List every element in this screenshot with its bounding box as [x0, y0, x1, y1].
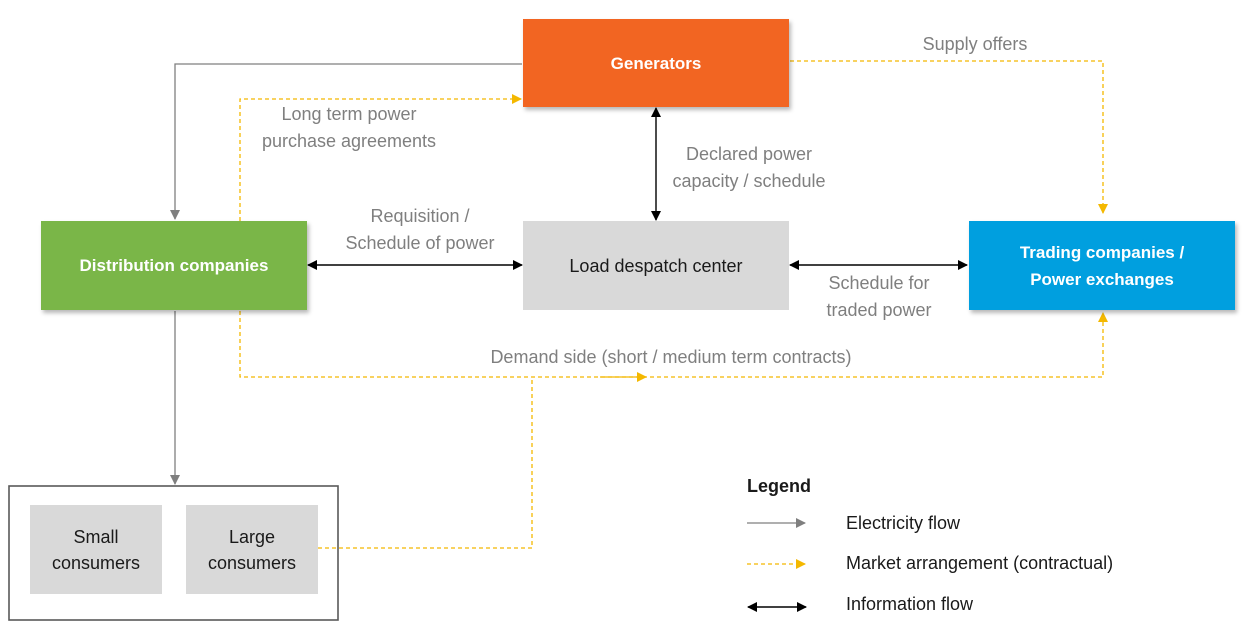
- supply-offers-label: Supply offers: [900, 31, 1050, 58]
- large-consumers-label-line2: consumers: [207, 552, 297, 573]
- ppa-label-line2: purchase agreements: [261, 131, 437, 151]
- trading-companies-label-line2: Power exchanges: [1030, 269, 1174, 289]
- trading-companies-label-line1: Trading companies /: [1019, 242, 1185, 262]
- supply-offers-text: Supply offers: [922, 34, 1028, 54]
- large-consumers-node: Large consumers: [186, 505, 318, 594]
- generators-label: Generators: [610, 53, 702, 73]
- large-consumers-label-line1: Large: [228, 526, 276, 547]
- ppa-label-line1: Long term power: [281, 104, 417, 124]
- declared-power-label-line1: Declared power: [685, 144, 813, 164]
- distribution-companies-label: Distribution companies: [79, 256, 269, 275]
- demand-side-text: Demand side (short / medium term contrac…: [490, 347, 852, 367]
- requisition-label-line2: Schedule of power: [345, 233, 495, 253]
- ppa-label: Long term power purchase agreements: [242, 101, 456, 155]
- legend-title: Legend: [747, 476, 812, 496]
- distribution-companies-node: Distribution companies: [41, 221, 307, 310]
- load-despatch-center-label: Load despatch center: [569, 255, 743, 276]
- schedule-traded-power-label-line1: Schedule for: [828, 273, 930, 293]
- requisition-label-line1: Requisition /: [370, 206, 470, 226]
- market-demand-side-distribution-to-trading: [239, 311, 1108, 378]
- legend-market-label: Market arrangement (contractual): [846, 553, 1114, 573]
- schedule-traded-power-label: Schedule for traded power: [805, 270, 953, 324]
- load-despatch-center-node: Load despatch center: [523, 221, 789, 310]
- legend-electricity-label: Electricity flow: [846, 513, 961, 533]
- trading-companies-node: Trading companies / Power exchanges: [969, 221, 1235, 310]
- small-consumers-label-line1: Small: [73, 526, 119, 547]
- legend-information-label: Information flow: [846, 594, 974, 614]
- requisition-label: Requisition / Schedule of power: [326, 203, 514, 257]
- schedule-traded-power-label-line2: traded power: [826, 300, 932, 320]
- demand-side-label: Demand side (short / medium term contrac…: [446, 344, 896, 371]
- declared-power-label: Declared power capacity / schedule: [657, 141, 841, 195]
- small-consumers-node: Small consumers: [30, 505, 162, 594]
- market-supply-offers-generators-to-trading: [790, 60, 1108, 214]
- generators-node: Generators: [523, 19, 789, 107]
- market-large-consumers-to-demand-side: [318, 377, 533, 549]
- market-ppa-distribution-to-generators: [239, 94, 522, 221]
- electricity-flow-generators-to-distribution: [170, 63, 522, 220]
- consumers-frame: [8, 485, 339, 621]
- declared-power-label-line2: capacity / schedule: [672, 171, 826, 191]
- small-consumers-label-line2: consumers: [51, 552, 141, 573]
